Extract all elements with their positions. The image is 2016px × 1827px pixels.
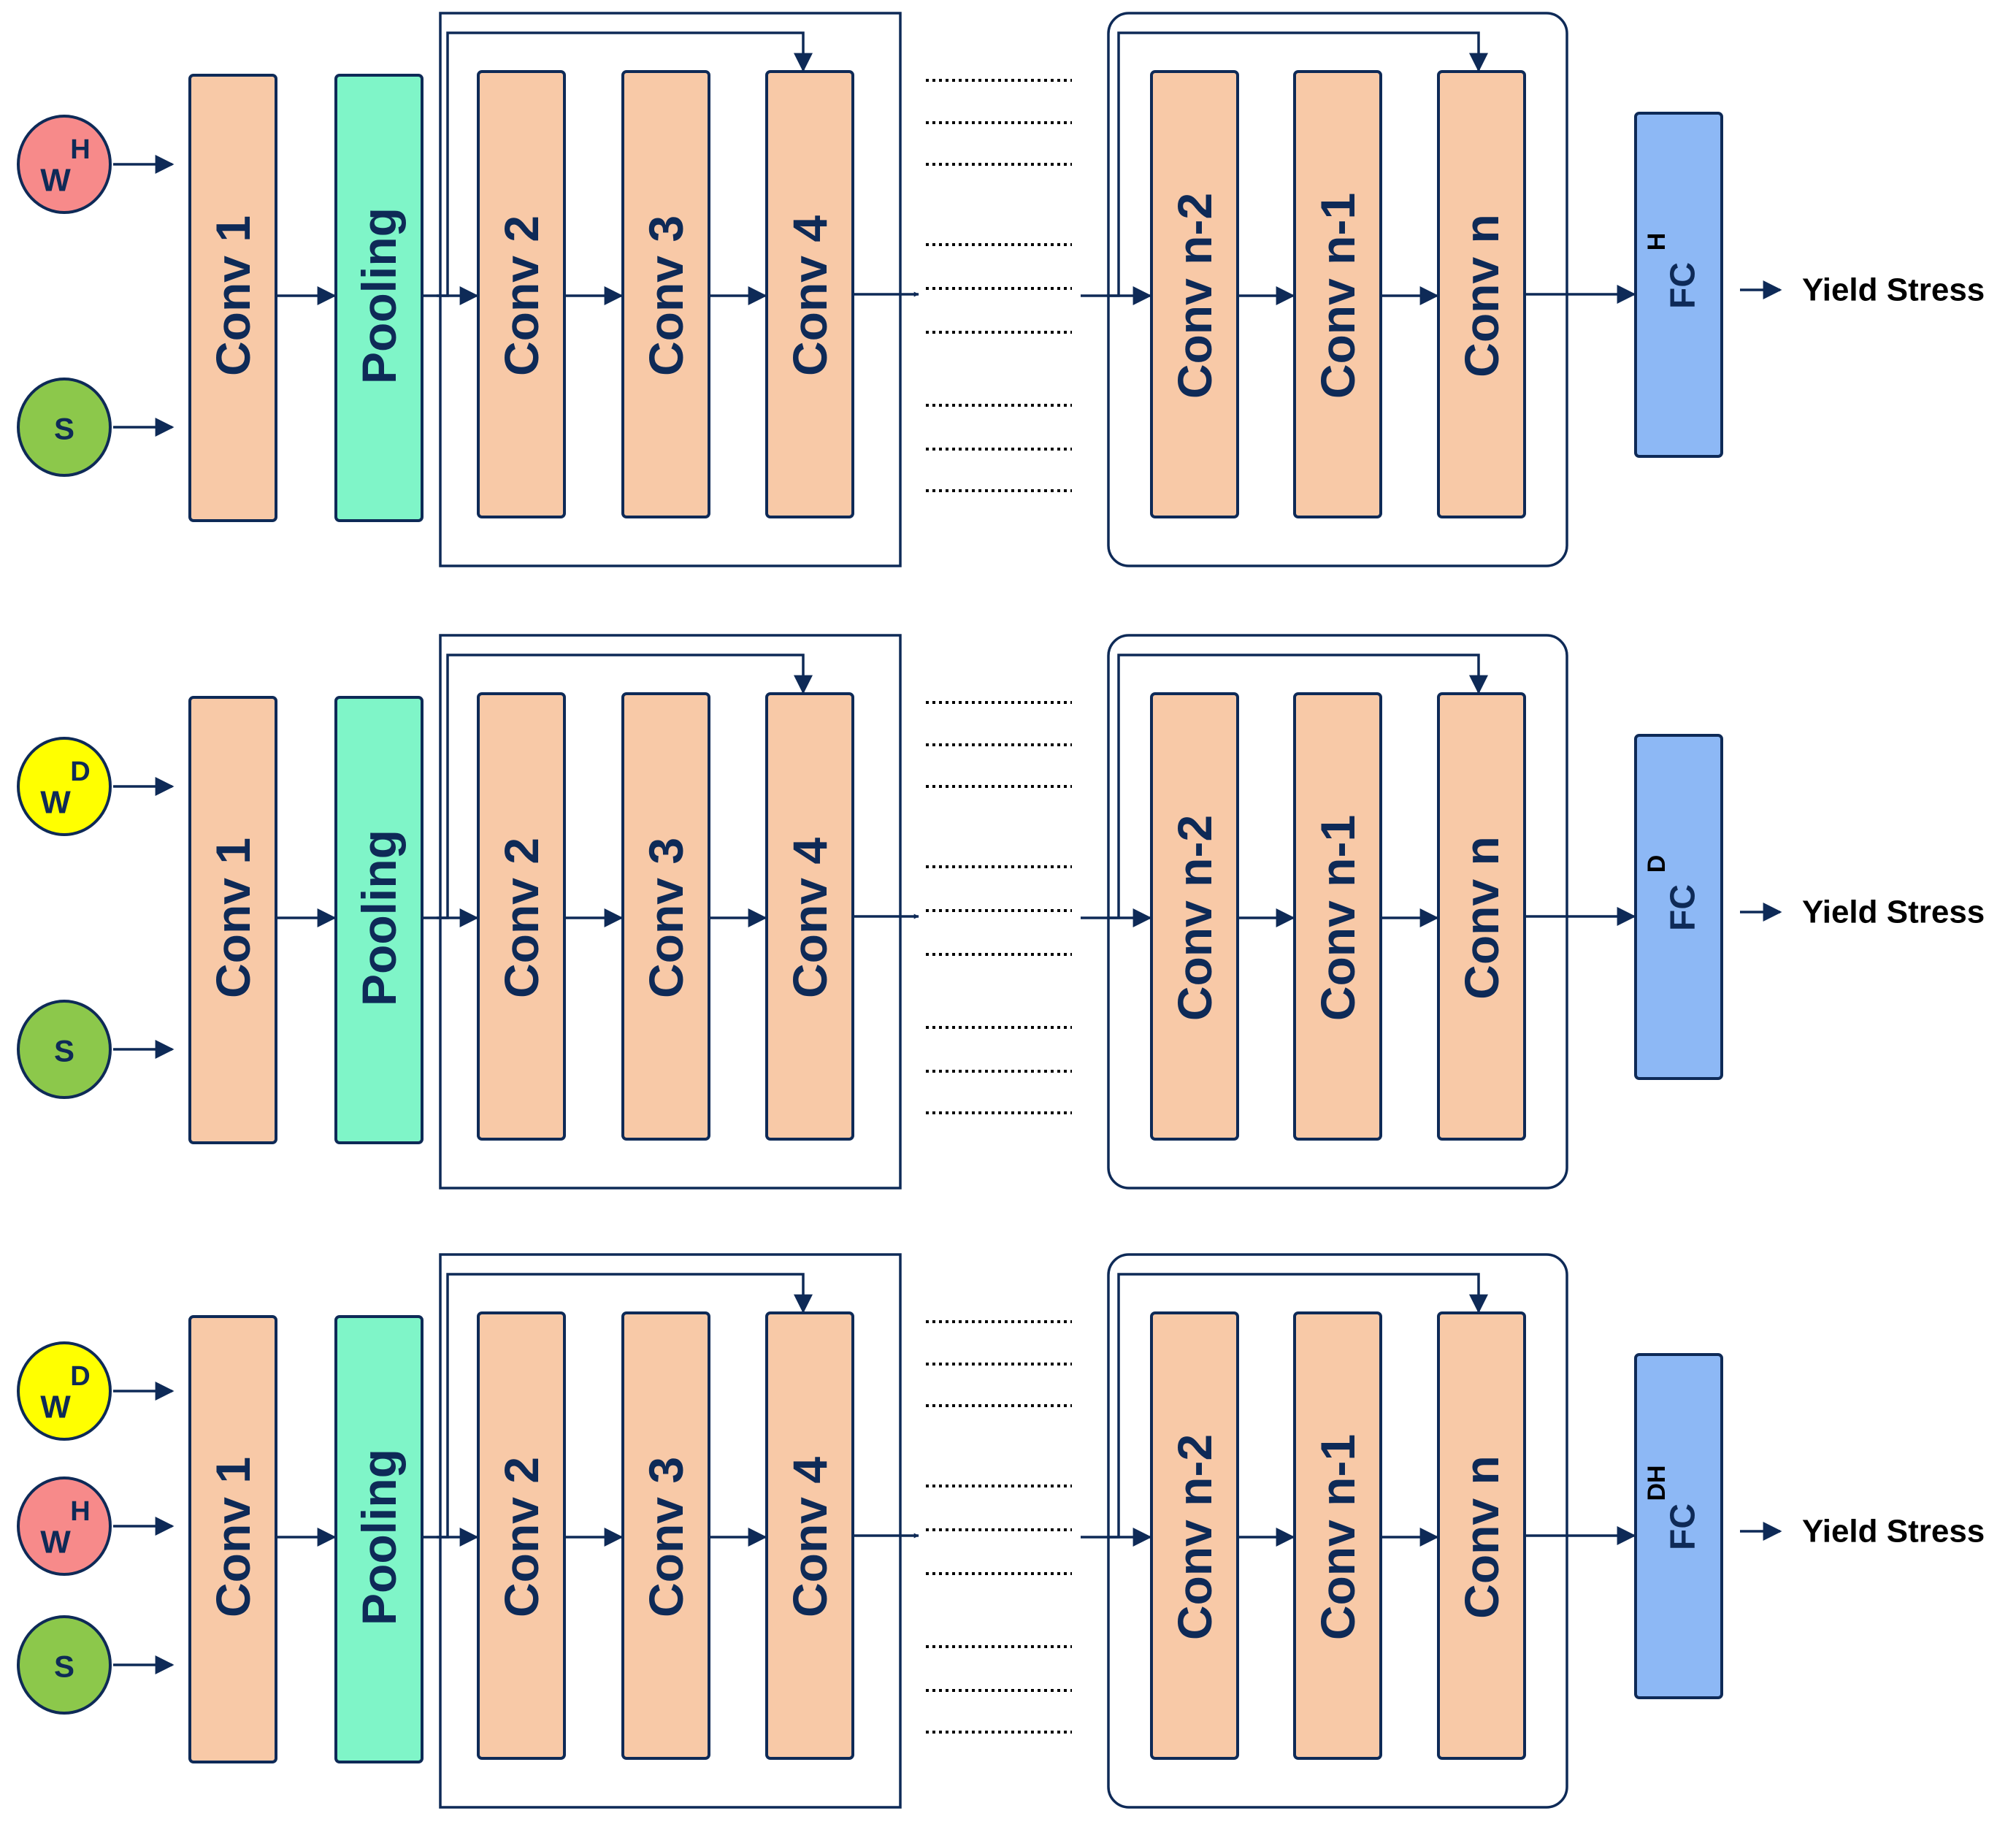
fc-superscript: H <box>1643 233 1671 251</box>
input-label: W <box>40 1525 71 1560</box>
conv-n-2-label: Conv n-2 <box>1168 193 1222 399</box>
residual-group-1-border <box>439 1253 902 1809</box>
fc-label: FC <box>1664 1504 1703 1550</box>
residual-block-group-1: Conv 2 Conv 3 Conv 4 <box>437 1253 902 1809</box>
output-label: Yield Stress <box>1802 895 1985 930</box>
input-label: S <box>54 1650 74 1684</box>
conv-3-label: Conv 3 <box>639 1457 693 1617</box>
conv-1-block <box>188 1315 277 1763</box>
conv-1-label: Conv 1 <box>206 1457 260 1617</box>
residual-block-group-1: Conv 2 Conv 3 Conv 4 <box>437 12 902 567</box>
conv-4-label: Conv 4 <box>783 1457 837 1617</box>
conv-n-1-label: Conv n-1 <box>1311 193 1365 399</box>
residual-group-1-border <box>439 12 902 567</box>
conv-2-label: Conv 2 <box>494 215 548 376</box>
conv-n-2-label: Conv n-2 <box>1168 1434 1222 1640</box>
conv-1-label: Conv 1 <box>206 838 260 998</box>
conv-4-label: Conv 4 <box>783 215 837 376</box>
input-label: W <box>40 1390 71 1425</box>
input-circle <box>17 1476 112 1576</box>
fc-block <box>1634 1353 1723 1699</box>
fc-label: FC <box>1664 884 1703 931</box>
fc-superscript: D <box>1643 855 1671 873</box>
input-circle <box>17 115 112 214</box>
conv-2-label: Conv 2 <box>494 1457 548 1617</box>
conv-n-2-label: Conv n-2 <box>1168 815 1222 1021</box>
output-label: Yield Stress <box>1802 1514 1985 1550</box>
fc-block <box>1634 112 1723 458</box>
weight-h-input-icon: WH <box>17 115 112 214</box>
input-label: W <box>40 785 71 821</box>
ellipsis-dotted-lines <box>926 1320 1072 1734</box>
residual-block-group-2: Conv n-2 Conv n-1 Conv n <box>1107 1253 1568 1809</box>
conv-n-label: Conv n <box>1454 836 1509 1000</box>
conv-1-block <box>188 696 277 1144</box>
input-circle <box>17 737 112 836</box>
pooling-label: Pooling <box>352 830 406 1006</box>
conv-3-label: Conv 3 <box>639 838 693 998</box>
conv-3-label: Conv 3 <box>639 215 693 376</box>
input-superscript: H <box>70 134 90 165</box>
input-circle <box>17 1000 112 1099</box>
input-label: S <box>54 412 74 446</box>
residual-group-1-border <box>439 634 902 1190</box>
ellipsis-dotted-lines <box>926 79 1072 492</box>
weight-h-input-icon: WH <box>17 1476 112 1576</box>
residual-block-group-2: Conv n-2 Conv n-1 Conv n <box>1107 634 1568 1190</box>
conv-1-label: Conv 1 <box>206 215 260 376</box>
strain-input-icon: S <box>17 378 112 477</box>
weight-d-input-icon: WD <box>17 737 112 836</box>
fc-superscript: DH <box>1643 1465 1671 1501</box>
input-label: S <box>54 1034 74 1068</box>
input-circle <box>17 1341 112 1441</box>
residual-group-2-border <box>1107 12 1568 567</box>
fc-label: FC <box>1664 262 1703 309</box>
ellipsis-dotted-lines <box>926 701 1072 1114</box>
weight-d-input-icon: WD <box>17 1341 112 1441</box>
input-circle <box>17 1615 112 1715</box>
pooling-label: Pooling <box>352 1449 406 1625</box>
conv-1-block <box>188 74 277 522</box>
conv-4-label: Conv 4 <box>783 838 837 998</box>
output-label: Yield Stress <box>1802 272 1985 308</box>
residual-group-2-border <box>1107 634 1568 1190</box>
input-superscript: H <box>70 1496 90 1527</box>
residual-block-group-1: Conv 2 Conv 3 Conv 4 <box>437 634 902 1190</box>
conv-2-label: Conv 2 <box>494 838 548 998</box>
conv-n-label: Conv n <box>1454 1455 1509 1619</box>
input-superscript: D <box>70 757 90 787</box>
residual-block-group-2: Conv n-2 Conv n-1 Conv n <box>1107 12 1568 567</box>
input-superscript: D <box>70 1361 90 1392</box>
residual-group-2-border <box>1107 1253 1568 1809</box>
input-label: W <box>40 163 71 199</box>
pooling-label: Pooling <box>352 207 406 384</box>
conv-n-label: Conv n <box>1454 214 1509 378</box>
strain-input-icon: S <box>17 1615 112 1715</box>
input-circle <box>17 378 112 477</box>
fc-block <box>1634 734 1723 1080</box>
conv-n-1-label: Conv n-1 <box>1311 815 1365 1021</box>
strain-input-icon: S <box>17 1000 112 1099</box>
conv-n-1-label: Conv n-1 <box>1311 1434 1365 1640</box>
